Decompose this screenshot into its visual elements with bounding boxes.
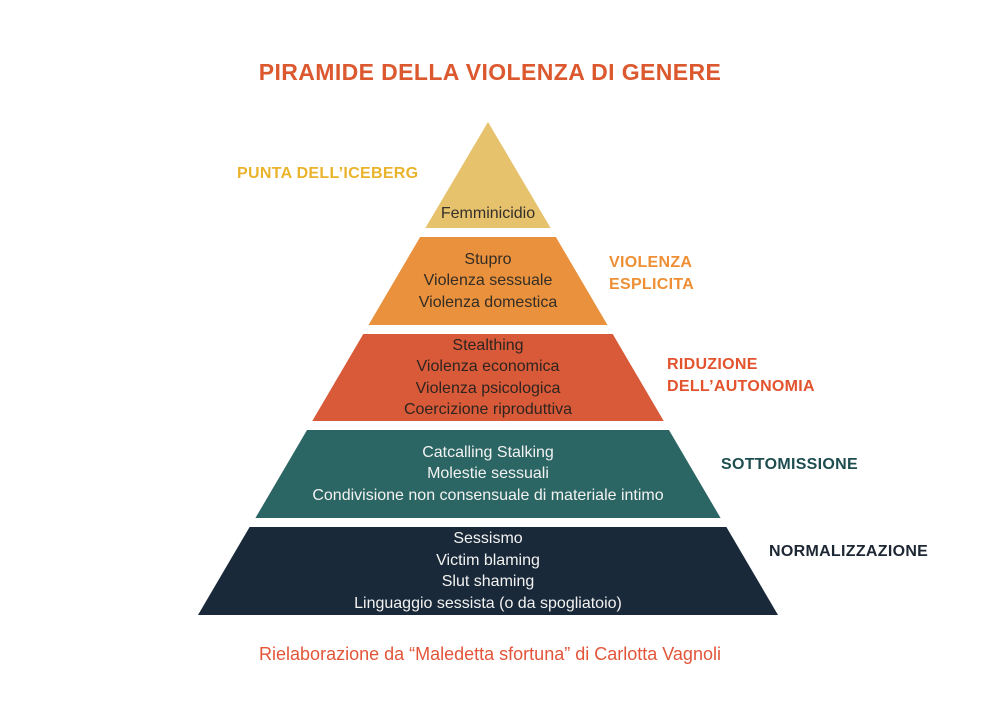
- page-title: PIRAMIDE DELLA VIOLENZA DI GENERE: [258, 59, 722, 85]
- tier-label-punta-iceberg: PUNTA DELL’ICEBERG: [237, 165, 419, 182]
- tier-label-violenza-esplicita: VIOLENZA ESPLICITA: [609, 254, 695, 293]
- tier-label-riduzione-autonomia: RIDUZIONE DELL’AUTONOMIA: [667, 356, 815, 395]
- tier-text-line: Sessismo: [453, 530, 523, 547]
- tier-text-line: Molestie sessuali: [427, 465, 549, 483]
- pyramid-tier-sottomissione: Catcalling Stalking Molestie sessuali Co…: [255, 430, 721, 518]
- tier-text-line: Catcalling Stalking: [422, 443, 554, 461]
- pyramid-diagram: Femminicidio Stupro Violenza sessuale Vi…: [198, 122, 778, 615]
- tier-label-normalizzazione: NORMALIZZAZIONE: [769, 543, 929, 560]
- tier-text-line: Coercizione riproduttiva: [403, 401, 573, 418]
- tier-text-line: Violenza sessuale: [423, 272, 553, 290]
- tier-label-sottomissione: SOTTOMISSIONE: [721, 456, 858, 473]
- tier-text-line: Victim blaming: [436, 551, 540, 569]
- tier-text-line: Condivisione non consensuale di material…: [312, 486, 664, 504]
- tier-text-line: Violenza psicologica: [415, 379, 561, 397]
- tier-text-line: Femminicidio: [440, 204, 536, 222]
- tier-text-line: Stealthing: [452, 336, 524, 354]
- pyramid-tier-riduzione-autonomia: Stealthing Violenza economica Violenza p…: [312, 334, 664, 421]
- tier-text-line: Violenza domestica: [418, 293, 558, 311]
- tier-text-line: Linguaggio sessista (o da spogliatoio): [354, 594, 622, 612]
- pyramid-tier-normalizzazione: Sessismo Victim blaming Slut shaming Lin…: [198, 527, 778, 615]
- attribution-caption: Rielaborazione da “Maledetta sfortuna” d…: [259, 644, 721, 664]
- tier-text-line: Violenza economica: [416, 358, 560, 375]
- tier-text-line: Slut shaming: [441, 573, 535, 590]
- tier-text-line: Stupro: [464, 250, 512, 268]
